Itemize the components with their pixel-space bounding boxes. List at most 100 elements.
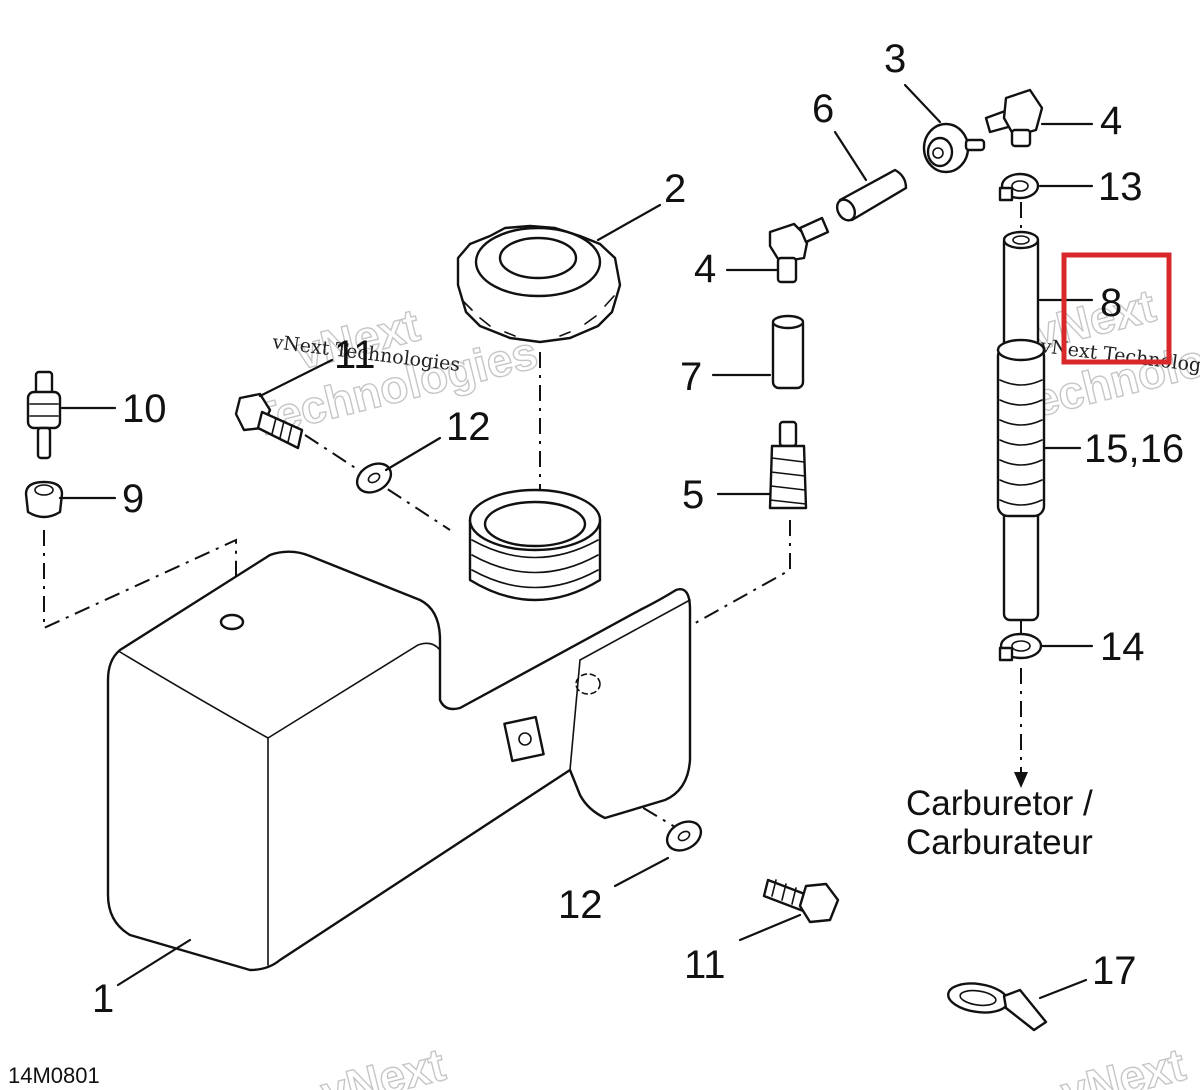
vent-body	[26, 390, 62, 430]
callout-8: 8	[1100, 281, 1122, 325]
bolt-thread	[271, 417, 293, 443]
sleeve-top	[996, 338, 1046, 362]
sleeve-15-16	[996, 338, 1046, 518]
bolt-shank	[256, 410, 304, 450]
caption-line-1: Carburetor /	[906, 784, 1093, 823]
cable-tie-17	[947, 982, 1048, 1032]
fuel-tank	[106, 488, 692, 972]
callout-5: 5	[682, 473, 704, 517]
leader-11-lower	[738, 913, 802, 942]
tank-edge	[569, 599, 691, 771]
callout-17: 17	[1092, 949, 1137, 993]
callout-7: 7	[680, 355, 702, 399]
elbow-body	[768, 222, 810, 264]
fuel-line-end	[1002, 230, 1040, 250]
fitting-nipple	[778, 420, 798, 448]
tank-mount-tab	[503, 715, 545, 763]
fuel-cap	[456, 224, 622, 344]
tank-edge	[119, 651, 269, 966]
dash-line-11-upper	[304, 434, 451, 531]
bolt-head	[798, 882, 840, 924]
fuel-line-bore	[1012, 235, 1030, 245]
valve-port	[932, 147, 944, 159]
bolt-upper	[234, 392, 304, 450]
dash-line-9-to-tank	[43, 530, 237, 630]
hose-end	[835, 198, 857, 222]
highlight-box	[1061, 252, 1172, 365]
hose-end	[771, 314, 805, 330]
washer-hole	[367, 472, 381, 484]
cap-center	[498, 236, 578, 280]
washer	[665, 820, 703, 852]
clamp-opening	[1011, 640, 1031, 652]
callout-12-lower: 12	[558, 883, 603, 927]
tank-edge	[267, 642, 441, 739]
hose-7	[771, 314, 805, 390]
leader-12-lower	[613, 856, 670, 888]
valve-face	[926, 136, 954, 168]
callout-4-upper: 4	[1100, 99, 1122, 143]
sleeve-body	[996, 344, 1046, 518]
bolt-thread	[771, 879, 797, 905]
vent-nipple-bottom	[36, 426, 52, 460]
arrow-down-icon	[1014, 772, 1028, 788]
figure-code: 14M0801	[8, 1063, 100, 1088]
valve-nipple	[964, 138, 986, 152]
tie-tail	[1002, 988, 1048, 1032]
vent-valve-10	[26, 370, 62, 460]
hose-6	[835, 168, 908, 222]
bolt-lower	[762, 878, 840, 924]
grommet-hole	[34, 484, 54, 496]
callout-2: 2	[664, 167, 686, 211]
cap-grips	[461, 295, 615, 337]
elbow-body	[1002, 88, 1044, 138]
sleeve-ribs	[999, 379, 1043, 506]
tie-loop	[947, 982, 1009, 1014]
callout-1: 1	[92, 977, 114, 1021]
elbow-stub	[798, 216, 830, 244]
callout-labels: 1 2 3 4 4 5 6 7 8 9 10 11 11 12 12 13 14…	[92, 37, 1184, 1021]
tank-body	[106, 550, 692, 972]
washer-upper	[355, 462, 393, 494]
fitting-body	[768, 444, 808, 510]
washer-lower	[665, 820, 703, 852]
leader-17	[1038, 978, 1088, 1000]
callout-4-lower: 4	[694, 247, 716, 291]
callout-14: 14	[1100, 625, 1145, 669]
clamp-opening	[1011, 180, 1029, 192]
washer-hole	[677, 830, 691, 842]
callout-3: 3	[884, 37, 906, 81]
watermark-big: vNext	[1056, 1038, 1190, 1090]
hidden-fitting	[575, 673, 601, 695]
filler-threads	[471, 539, 599, 589]
callout-12-upper: 12	[446, 405, 491, 449]
callout-6: 6	[812, 87, 834, 131]
elbow-nipple	[776, 256, 798, 284]
vent-nipple-top	[34, 370, 54, 396]
elbow-nipple	[1010, 128, 1032, 148]
grommet-9	[24, 480, 64, 519]
washer	[355, 462, 393, 494]
callout-15-16: 15,16	[1084, 427, 1184, 471]
elbow-4-upper	[984, 88, 1044, 148]
callout-10: 10	[122, 387, 167, 431]
leader-12-upper	[384, 436, 442, 472]
leader-2	[596, 203, 662, 242]
leader-6	[833, 130, 868, 182]
tie-loop-inner	[959, 989, 997, 1007]
fitting-5	[768, 420, 808, 510]
leader-lines	[58, 83, 1094, 1000]
shutoff-valve-3	[922, 122, 986, 174]
grommet	[24, 480, 64, 519]
elbow-4-lower	[768, 216, 830, 284]
callout-13: 13	[1098, 165, 1143, 209]
fitting-thread	[769, 457, 807, 505]
vent-ribs	[29, 403, 59, 417]
watermark-big: vNext	[316, 1038, 450, 1090]
callout-11-lower: 11	[684, 943, 726, 987]
tank-mount-hole	[518, 732, 532, 746]
leader-11-upper	[258, 358, 334, 398]
clamp-13	[998, 172, 1040, 202]
clamp-14	[998, 632, 1043, 662]
